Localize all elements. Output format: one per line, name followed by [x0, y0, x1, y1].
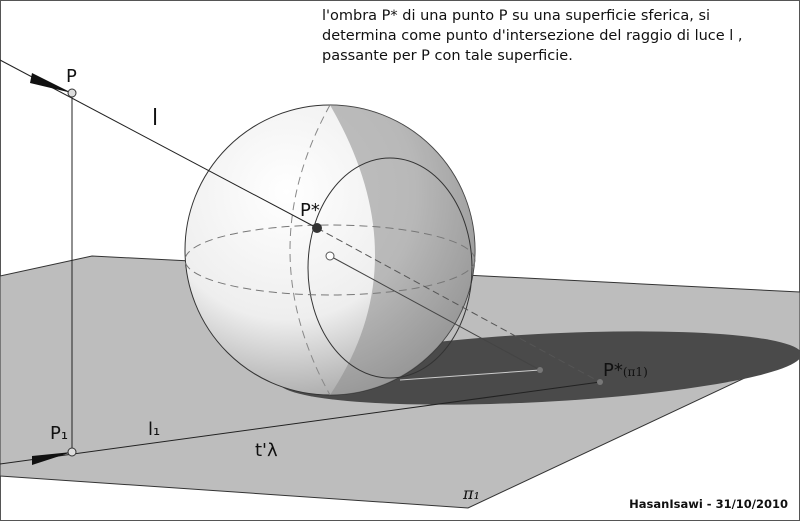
point-P1: [67, 447, 77, 457]
caption-line-2: determina come punto d'intersezione del …: [322, 28, 743, 44]
point-aux: [537, 367, 543, 373]
point-P: [67, 88, 77, 98]
label-P-star-pi1-sub: (π1): [622, 365, 648, 379]
point-center: [325, 251, 335, 261]
arrow-light-icon: [30, 73, 72, 93]
label-P-star-pi1: P*(π1): [603, 360, 648, 381]
arrow-projection-icon: [32, 452, 72, 465]
point-P-star-pi1: [597, 379, 603, 385]
label-P-star: P*: [300, 200, 320, 221]
equator-dashed: [184, 224, 476, 296]
point-P-star: [312, 223, 322, 233]
caption: l'ombra P* di una punto P su una superfi…: [322, 6, 743, 66]
aux-line-2: [399, 369, 541, 381]
label-t-lambda: t'λ: [255, 440, 278, 461]
line-l1: [0, 381, 601, 465]
sphere-shade: [330, 105, 475, 395]
aux-line: [329, 255, 541, 371]
light-ray-extension: [316, 227, 601, 383]
great-circle: [307, 157, 473, 379]
label-l1: l₁: [148, 419, 161, 440]
signature: HasanIsawi - 31/10/2010: [629, 497, 788, 511]
label-pi1: π₁: [463, 484, 480, 503]
label-P-star-pi1-main: P*: [603, 360, 623, 381]
label-P: P: [66, 66, 77, 87]
label-l: l: [152, 106, 159, 131]
caption-line-3: passante per P con tale superficie.: [322, 48, 573, 64]
meridian-dashed: [289, 104, 331, 396]
caption-line-1: l'ombra P* di una punto P su una superfi…: [322, 8, 711, 24]
label-P1: P₁: [50, 423, 69, 444]
